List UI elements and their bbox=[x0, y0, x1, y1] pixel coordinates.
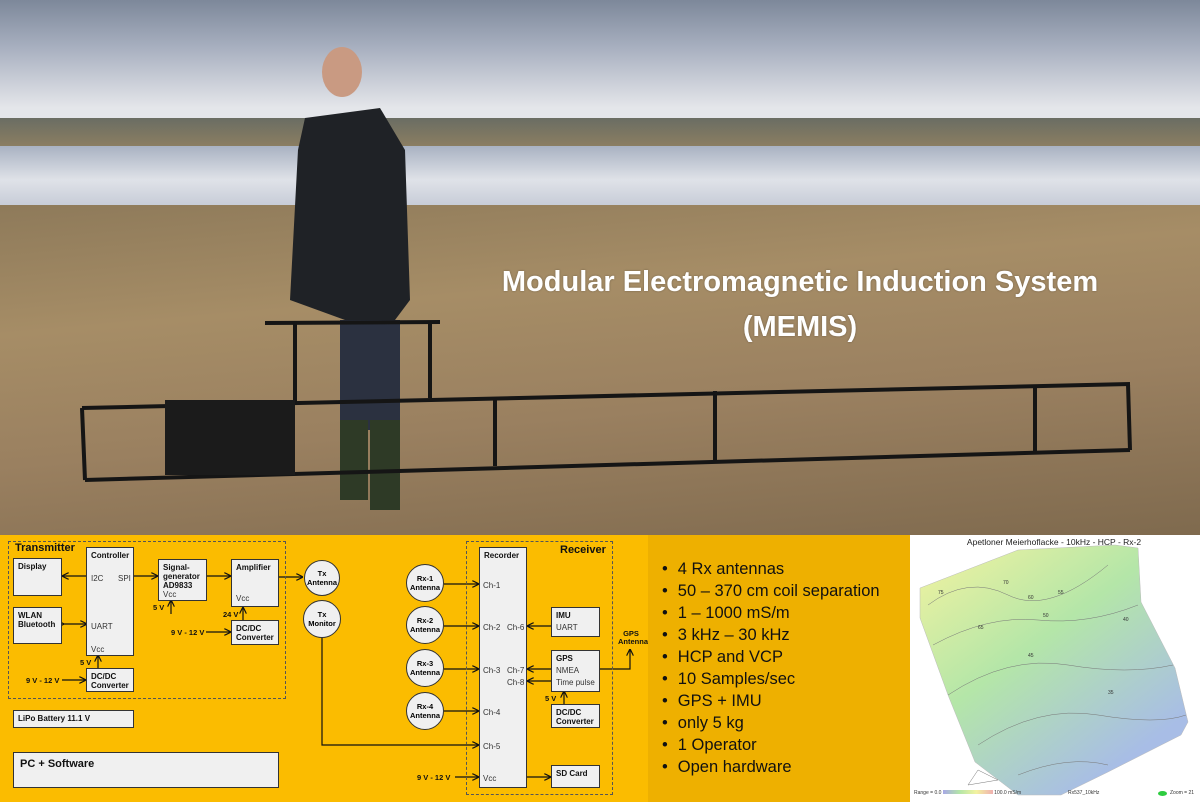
channel-8: Ch-8 bbox=[507, 678, 525, 687]
signal-generator-label: Signal-generator AD9833 bbox=[163, 563, 200, 590]
voltage-5v: 5 V bbox=[153, 603, 165, 612]
controller-block: Controller I2C SPI UART Vcc bbox=[86, 547, 134, 656]
map-survey-area bbox=[908, 535, 1189, 802]
channel-2: Ch-2 bbox=[483, 623, 501, 632]
map-zoom[interactable]: Zoom = 21 bbox=[1158, 790, 1194, 796]
signal-generator-block: Signal-generator AD9833 Vcc bbox=[158, 559, 207, 601]
gps-block: GPS NMEA Time pulse bbox=[551, 650, 600, 692]
voltage-input: 9 V - 12 V bbox=[171, 628, 205, 637]
voltage-5v: 5 V bbox=[545, 694, 557, 703]
color-scale-bar bbox=[942, 790, 993, 794]
contour-label: 70 bbox=[1003, 580, 1009, 586]
channel-1: Ch-1 bbox=[483, 581, 501, 590]
display-block: Display bbox=[13, 558, 62, 596]
gps-label: GPS bbox=[556, 654, 573, 663]
contour-label: 65 bbox=[978, 625, 984, 631]
rx3-antenna: Rx-3 Antenna bbox=[406, 649, 444, 687]
contour-label: 75 bbox=[938, 590, 944, 596]
feature-list: 4 Rx antennas 50 – 370 cm coil separatio… bbox=[648, 535, 908, 802]
recorder-label: Recorder bbox=[484, 551, 520, 560]
rx1-antenna: Rx-1 Antenna bbox=[406, 564, 444, 602]
imu-uart: UART bbox=[556, 623, 578, 632]
feature-item: GPS + IMU bbox=[662, 690, 880, 712]
feature-item: 4 Rx antennas bbox=[662, 558, 880, 580]
amplifier-block: Amplifier Vcc bbox=[231, 559, 279, 607]
contour-label: 45 bbox=[1028, 653, 1034, 659]
recorder-block: Recorder Ch-1 Ch-2 Ch-3 Ch-4 Ch-5 Ch-6 C… bbox=[479, 547, 527, 788]
transmitter-title: Transmitter bbox=[15, 542, 75, 554]
pc-software: PC + Software bbox=[13, 752, 279, 788]
memis-device-and-operator bbox=[80, 47, 1132, 510]
dcdc-converter-2: DC/DC Converter bbox=[231, 620, 279, 645]
feature-item: 10 Samples/sec bbox=[662, 668, 880, 690]
range-unit: mS/m bbox=[1008, 790, 1022, 796]
feature-item: 50 – 370 cm coil separation bbox=[662, 580, 880, 602]
feature-item: 1 Operator bbox=[662, 734, 880, 756]
feature-item: only 5 kg bbox=[662, 712, 880, 734]
map-range-legend: Range = 0.0 100.0 mS/m bbox=[914, 790, 1021, 796]
dcdc-converter-3: DC/DC Converter bbox=[551, 704, 600, 728]
nmea-output: NMEA bbox=[556, 666, 580, 675]
voltage-input: 9 V - 12 V bbox=[417, 773, 451, 782]
contour-label: 55 bbox=[1058, 590, 1064, 596]
receiver-group bbox=[466, 541, 613, 795]
contour-label: 50 bbox=[1043, 613, 1049, 619]
sky bbox=[0, 0, 1200, 120]
dcdc-converter-1: DC/DC Converter bbox=[86, 668, 134, 692]
gps-antenna-label: GPS Antenna bbox=[618, 629, 648, 646]
contour-label: 60 bbox=[1028, 595, 1034, 601]
imu-block: IMU UART bbox=[551, 607, 600, 637]
uart-port: UART bbox=[91, 622, 113, 631]
sd-card-block: SD Card bbox=[551, 765, 600, 788]
transmitter-group bbox=[8, 541, 286, 699]
tree-line bbox=[0, 118, 1200, 148]
rx2-antenna: Rx-2 Antenna bbox=[406, 606, 444, 644]
amplifier-label: Amplifier bbox=[236, 563, 271, 572]
i2c-port: I2C bbox=[91, 574, 104, 583]
voltage-5v: 5 V bbox=[80, 658, 92, 667]
feature-item: Open hardware bbox=[662, 756, 880, 778]
wlan-bluetooth-block: WLAN Bluetooth bbox=[13, 607, 62, 644]
channel-7: Ch-7 bbox=[507, 666, 525, 675]
diagram-connections bbox=[0, 535, 648, 802]
poster-subtitle: (MEMIS) bbox=[742, 311, 858, 343]
tx-monitor: Tx Monitor bbox=[303, 600, 341, 638]
conductivity-map: Apetloner Meierhoflacke - 10kHz - HCP - … bbox=[908, 535, 1200, 802]
zoom-level: Zoom = 21 bbox=[1170, 790, 1195, 796]
recorder-vcc: Vcc bbox=[483, 774, 497, 783]
contour-label: 40 bbox=[1123, 617, 1129, 623]
field-photo: Modular Electromagnetic Induction System… bbox=[0, 0, 1200, 535]
meadow bbox=[0, 205, 1200, 535]
feature-item: 1 – 1000 mS/m bbox=[662, 602, 880, 624]
feature-item: HCP and VCP bbox=[662, 646, 880, 668]
sg-vcc-port: Vcc bbox=[163, 590, 177, 599]
range-min: 0.0 bbox=[934, 790, 942, 796]
controller-label: Controller bbox=[91, 551, 130, 560]
receiver-title: Receiver bbox=[560, 544, 606, 556]
range-max: 100.0 bbox=[994, 790, 1007, 796]
range-label: Range = bbox=[914, 790, 934, 796]
amp-vcc-port: Vcc bbox=[236, 594, 250, 603]
feature-item: 3 kHz – 30 kHz bbox=[662, 624, 880, 646]
channel-5: Ch-5 bbox=[483, 742, 501, 751]
poster-title: Modular Electromagnetic Induction System bbox=[501, 266, 1099, 298]
channel-3: Ch-3 bbox=[483, 666, 501, 675]
lipo-battery: LiPo Battery 11.1 V bbox=[13, 710, 134, 728]
voltage-24v: 24 V bbox=[223, 610, 239, 619]
channel-6: Ch-6 bbox=[507, 623, 525, 632]
time-pulse-output: Time pulse bbox=[556, 678, 595, 687]
tx-antenna: Tx Antenna bbox=[304, 560, 340, 596]
contour-label: 35 bbox=[1108, 690, 1114, 696]
map-file-label: Rx537_10kHz bbox=[1068, 790, 1100, 796]
zoom-arrows-icon[interactable] bbox=[1158, 790, 1167, 796]
voltage-input: 9 V - 12 V bbox=[26, 676, 60, 685]
vcc-port: Vcc bbox=[91, 645, 105, 654]
block-diagram: Transmitter Display WLAN Bluetooth Contr… bbox=[0, 535, 648, 802]
map-title: Apetloner Meierhoflacke - 10kHz - HCP - … bbox=[966, 537, 1142, 547]
rx4-antenna: Rx-4 Antenna bbox=[406, 692, 444, 730]
imu-label: IMU bbox=[556, 611, 571, 620]
channel-4: Ch-4 bbox=[483, 708, 501, 717]
spi-port: SPI bbox=[118, 574, 131, 583]
